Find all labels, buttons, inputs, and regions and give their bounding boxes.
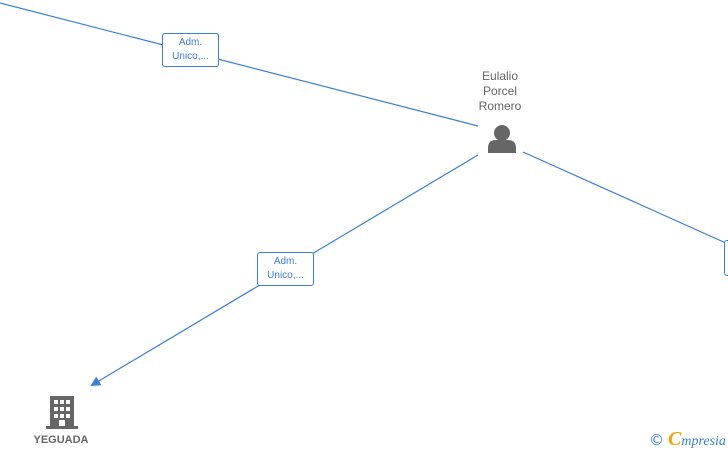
brand-watermark: ©Cmpresia xyxy=(649,428,726,451)
person-icon[interactable] xyxy=(488,125,516,153)
edge-line-top-left xyxy=(0,2,479,127)
edge-label-line: Unico,... xyxy=(267,270,304,281)
edge-line-right xyxy=(522,151,728,245)
edge-label-line: Adm. xyxy=(273,256,298,267)
brand-logo-letter: C xyxy=(668,428,682,450)
copyright-icon: © xyxy=(649,431,664,449)
company-name-label[interactable]: YEGUADA xyxy=(33,434,89,446)
edge-label-line: Adm. xyxy=(178,37,203,48)
edge-label-line: Unico,... xyxy=(172,51,209,62)
person-name-line: Porcel xyxy=(482,84,517,98)
edge-label-top[interactable]: Adm. Unico,... xyxy=(162,33,219,67)
edge-label-right-clipped[interactable] xyxy=(724,240,728,276)
building-icon[interactable] xyxy=(46,396,78,429)
person-name-line: Romero xyxy=(478,99,522,113)
person-name-line: Eulalio xyxy=(481,69,519,83)
person-name-label[interactable]: Eulalio Porcel Romero xyxy=(460,69,540,114)
edge-label-middle[interactable]: Adm. Unico,... xyxy=(257,252,314,286)
brand-logo-text: mpresia xyxy=(681,434,726,449)
